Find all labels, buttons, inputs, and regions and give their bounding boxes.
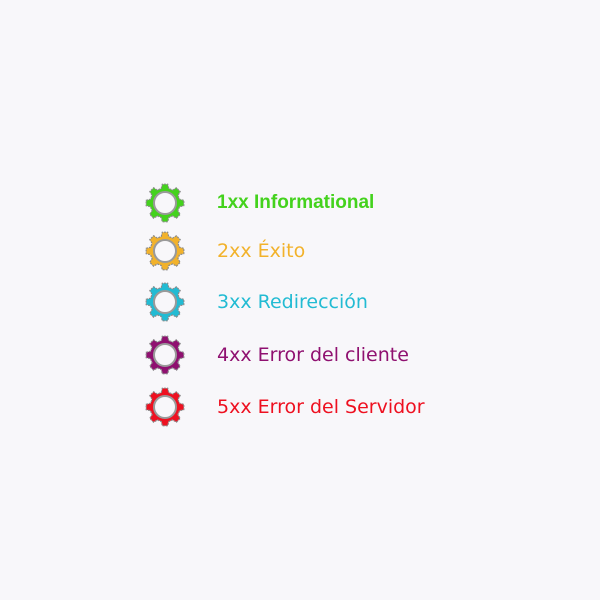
legend-label-2xx: 2xx Éxito	[217, 240, 306, 262]
legend-item-3xx: 3xx Redirección	[143, 280, 368, 324]
legend-item-1xx: 1xx Informational	[143, 181, 374, 225]
legend-item-2xx: 2xx Éxito	[143, 229, 305, 273]
gear-icon	[145, 335, 185, 375]
gear-icon	[145, 183, 185, 223]
legend-item-5xx: 5xx Error del Servidor	[143, 385, 425, 429]
gear-icon	[145, 282, 185, 322]
legend-label-3xx: 3xx Redirección	[217, 291, 368, 313]
legend-item-4xx: 4xx Error del cliente	[143, 333, 409, 377]
gear-icon	[145, 387, 185, 427]
legend-label-5xx: 5xx Error del Servidor	[217, 396, 425, 418]
legend-label-1xx: 1xx Informational	[217, 192, 375, 213]
legend-label-4xx: 4xx Error del cliente	[217, 344, 409, 366]
gear-icon	[145, 231, 185, 271]
